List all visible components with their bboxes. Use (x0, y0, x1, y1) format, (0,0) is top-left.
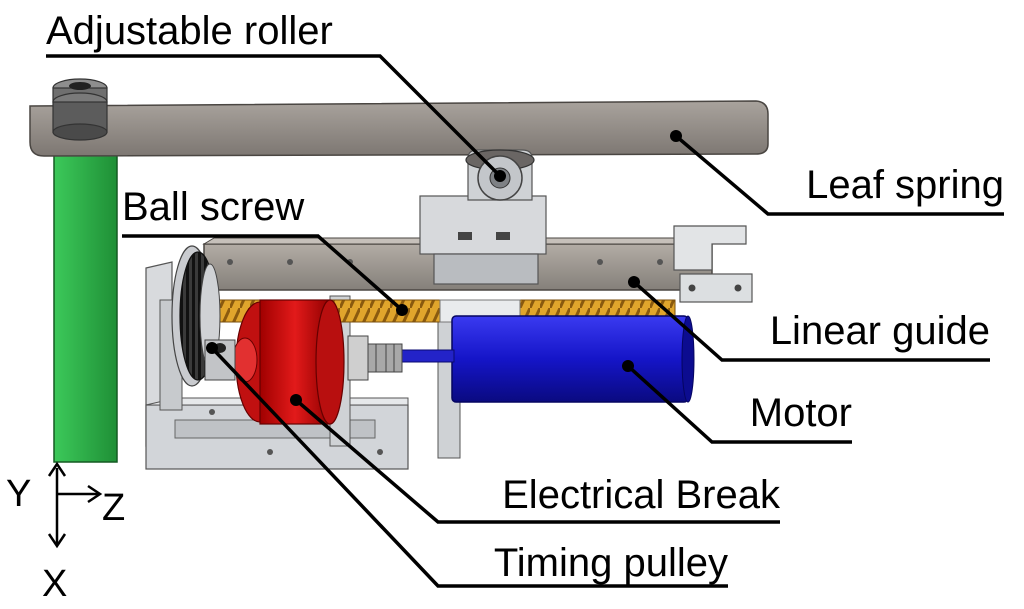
label-leaf-spring: Leaf spring (806, 163, 1004, 207)
axis-y-label: Y (6, 473, 31, 515)
electrical-brake-part (232, 299, 345, 425)
label-timing-pulley: Timing pulley (494, 541, 728, 585)
axis-indicator (47, 461, 103, 549)
label-motor: Motor (750, 391, 852, 435)
label-linear-guide: Linear guide (770, 309, 990, 353)
label-adjustable-roller: Adjustable roller (46, 9, 333, 53)
timing-pulley-part (171, 245, 236, 387)
bolt-head (52, 78, 108, 141)
axis-z-label: Z (102, 487, 125, 529)
leader-electrical-break (294, 398, 780, 524)
leader-adjustable-roller (46, 54, 502, 178)
leader-motor (626, 364, 852, 444)
green-post (53, 149, 118, 463)
leader-lines (46, 54, 1004, 588)
coupling (347, 335, 403, 381)
axis-x-label: X (42, 563, 67, 605)
leader-linear-guide (632, 280, 990, 362)
leaf-spring-part (29, 100, 769, 157)
leader-timing-pulley (210, 346, 728, 588)
end-bracket (673, 225, 753, 303)
leader-dots (206, 130, 682, 406)
leader-ball-screw (122, 234, 404, 312)
label-ball-screw: Ball screw (122, 185, 304, 229)
leader-leaf-spring (674, 134, 1004, 216)
label-electrical-break: Electrical Break (502, 473, 781, 517)
